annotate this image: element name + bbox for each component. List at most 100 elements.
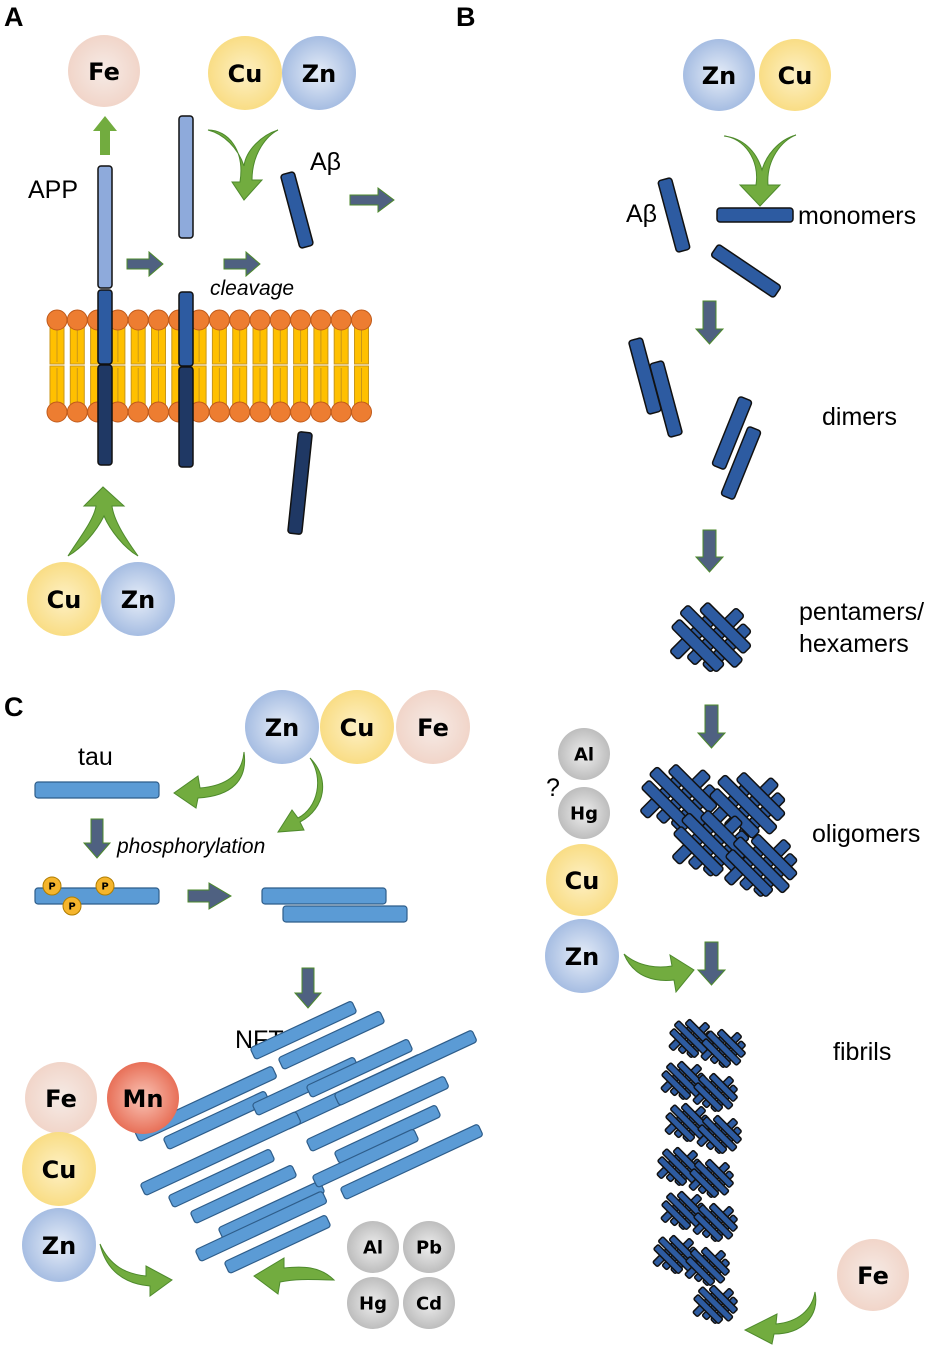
metal-zn: Zn — [22, 1208, 96, 1282]
metal-pb: Pb — [403, 1221, 455, 1273]
lipid-head — [351, 309, 372, 331]
lipid-head — [310, 309, 332, 331]
svg-text:Fe: Fe — [45, 1085, 77, 1113]
svg-text:Fe: Fe — [88, 58, 120, 86]
merge-arrow-up-icon — [67, 486, 139, 557]
app-label: APP — [28, 176, 78, 204]
svg-text:Al: Al — [363, 1238, 383, 1259]
curved-arrow-icon — [99, 1243, 173, 1297]
curved-arrow-icon — [623, 953, 695, 994]
svg-text:Cd: Cd — [416, 1294, 442, 1315]
tau-filament — [190, 1165, 297, 1224]
tau-filament — [306, 1039, 413, 1098]
tau-filament — [250, 1001, 357, 1060]
metal-al: Al — [347, 1221, 399, 1273]
pentamers — [670, 602, 752, 673]
uncertain-mark: ? — [546, 774, 560, 802]
cleavage-label: cleavage — [210, 277, 294, 300]
phosphate-icon: P — [42, 876, 62, 896]
lipid-head — [66, 309, 88, 331]
lipid-head — [127, 401, 149, 423]
metal-fe: Fe — [396, 690, 470, 764]
lipid-head — [148, 401, 169, 423]
panel-label-b: B — [456, 2, 476, 32]
panel-c: C Zn Cu Fe tau phosphorylation P P P NFT — [4, 690, 483, 1329]
abeta-cluster — [708, 772, 786, 839]
stage-oligomers: oligomers — [812, 820, 920, 848]
phosphorylated-tau: P P P — [34, 876, 160, 916]
merge-arrow-down-icon — [207, 129, 279, 201]
lipid-head — [330, 401, 352, 423]
lipid-head — [66, 401, 88, 423]
lipid-head — [351, 401, 372, 423]
metal-fe: Fe — [25, 1062, 97, 1134]
cleaved-app — [178, 115, 194, 468]
svg-text:Cu: Cu — [340, 714, 375, 742]
svg-text:Zn: Zn — [702, 62, 737, 90]
metal-hg: Hg — [347, 1277, 399, 1329]
tau-filament — [278, 1011, 385, 1070]
phosphate-icon: P — [95, 876, 115, 896]
lipid-head — [269, 401, 291, 423]
svg-text:Hg: Hg — [359, 1294, 387, 1315]
metal-zn: Zn — [245, 690, 319, 764]
step-arrow-icon — [694, 529, 725, 573]
panel-label-c: C — [4, 692, 24, 722]
panel-label-a: A — [4, 2, 24, 32]
abeta-cluster — [692, 1284, 738, 1324]
metal-al: Al — [558, 728, 610, 780]
metal-cu: Cu — [208, 36, 282, 110]
tau-filament — [312, 1129, 419, 1188]
lipid-head — [46, 401, 68, 423]
lipid-head — [229, 309, 251, 331]
svg-text:Fe: Fe — [417, 714, 449, 742]
abeta-label: Aβ — [626, 200, 657, 228]
tau-filament — [224, 1215, 331, 1274]
release-arrow-icon — [93, 116, 117, 155]
lipid-head — [290, 401, 312, 423]
stage-pentamers: pentamers/ — [799, 598, 924, 626]
lipid-head — [249, 401, 271, 423]
lipid-head — [46, 309, 68, 331]
abeta-cluster — [724, 834, 798, 897]
svg-text:Zn: Zn — [121, 586, 156, 614]
abeta-fragment — [280, 171, 314, 249]
tau-filament — [168, 1149, 275, 1208]
neurofibrillary-tangle — [134, 1001, 483, 1274]
tau-filament — [334, 1030, 477, 1106]
tau-filament — [140, 1111, 301, 1196]
svg-text:Cu: Cu — [778, 62, 813, 90]
tau-filament — [134, 1066, 277, 1142]
step-arrow-icon — [223, 250, 261, 278]
metal-fe: Fe — [68, 35, 140, 107]
step-arrow-icon — [696, 941, 727, 986]
metal-zn: Zn — [683, 39, 755, 111]
curved-arrow-icon — [277, 757, 324, 833]
metal-cu: Cu — [320, 690, 394, 764]
step-arrow-icon — [187, 882, 232, 910]
step-arrow-icon — [126, 250, 164, 278]
monomers — [657, 177, 794, 298]
tau-filament — [195, 1191, 327, 1262]
tau-label: tau — [78, 743, 113, 771]
stage-fibrils: fibrils — [833, 1038, 891, 1066]
metal-cu: Cu — [27, 562, 101, 636]
tau-filament — [340, 1124, 483, 1200]
svg-text:Zn: Zn — [565, 943, 600, 971]
lipid-head — [208, 401, 230, 423]
aicd-fragment — [287, 431, 313, 535]
svg-text:Cu: Cu — [42, 1156, 77, 1184]
abeta-cluster — [692, 1072, 738, 1112]
step-arrow-icon — [349, 187, 395, 213]
svg-text:Hg: Hg — [570, 804, 598, 825]
merge-arrow-down-icon — [723, 134, 797, 207]
svg-text:Cu: Cu — [47, 586, 82, 614]
oligomers — [640, 764, 798, 897]
abeta-cluster — [696, 1114, 742, 1154]
panel-b: B Zn Cu Aβ monomers dimers — [456, 2, 924, 1345]
abeta-cluster — [688, 1158, 734, 1198]
metal-cu: Cu — [22, 1132, 96, 1206]
metal-fe: Fe — [837, 1239, 909, 1311]
metal-cu: Cu — [546, 844, 618, 916]
tau-protein — [34, 781, 160, 799]
